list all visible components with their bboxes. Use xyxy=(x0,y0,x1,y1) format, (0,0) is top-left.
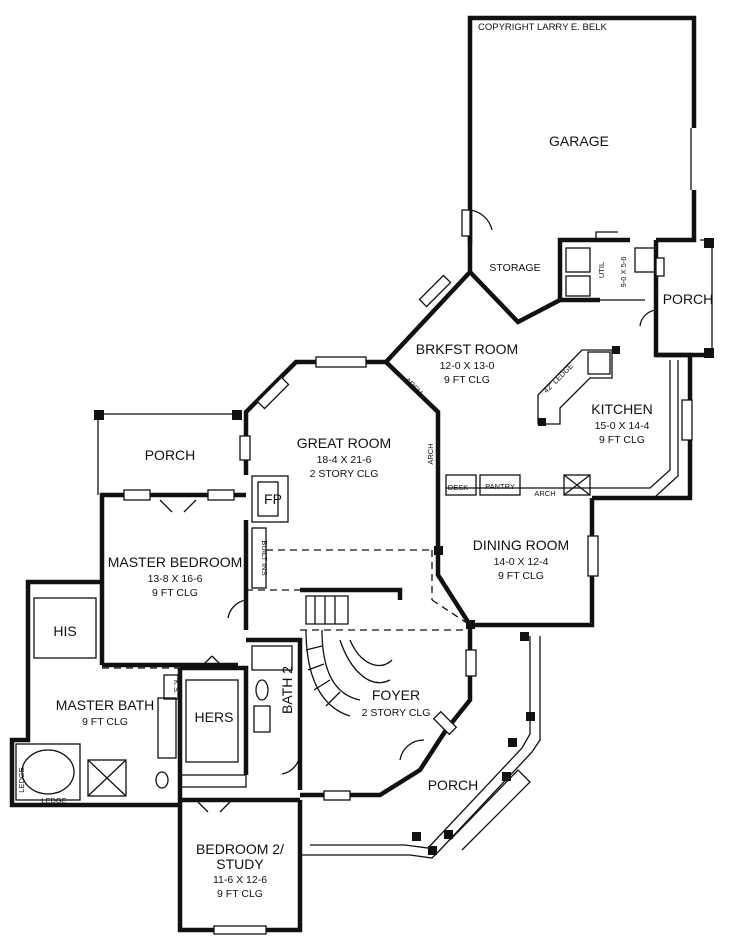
master-bedroom-ceiling: 9 FT CLG xyxy=(152,587,198,599)
rear-porch-label: PORCH xyxy=(145,447,196,463)
rear-porch xyxy=(94,410,242,495)
master-bedroom-name: MASTER BEDROOM xyxy=(108,554,243,570)
master-bath-name: MASTER BATH xyxy=(56,697,155,713)
great-room-ceiling: 2 STORY CLG xyxy=(310,468,379,480)
arch-label: ARCH xyxy=(403,376,424,397)
arch-label: ARCH xyxy=(534,489,555,498)
foyer-area xyxy=(246,587,477,801)
breakfast-room-name: BRKFST ROOM xyxy=(416,341,518,357)
great-room-area: FP BUILT INS xyxy=(239,356,443,630)
kitchen-breakfast-area: ARCH ARCH ARCH DESK PANTRY 42" LEDGE xyxy=(382,270,693,501)
garage-label: GARAGE xyxy=(549,133,609,149)
bath2-label: BATH 2 xyxy=(279,666,295,714)
bedroom2-name-line1: BEDROOM 2/ xyxy=(196,841,284,857)
great-room-name: GREAT ROOM xyxy=(297,435,391,451)
built-ins-label: BUILT INS xyxy=(260,540,269,575)
kitchen-name: KITCHEN xyxy=(591,401,652,417)
storage-label: STORAGE xyxy=(489,262,540,274)
storage-util-area xyxy=(468,231,656,325)
ks-label: K.S. xyxy=(172,680,181,694)
master-bedroom-area xyxy=(99,489,247,668)
east-porch-label: PORCH xyxy=(663,291,714,307)
ledge-label: LEDGE xyxy=(17,767,26,792)
his-closet xyxy=(25,579,180,669)
util-label: UTIL xyxy=(597,262,606,278)
foyer-name: FOYER xyxy=(372,687,420,703)
front-porch-label: PORCH xyxy=(428,777,479,793)
arch-label: ARCH xyxy=(426,443,435,464)
dining-room-dims: 14-0 X 12-4 xyxy=(494,556,549,568)
foyer-ceiling: 2 STORY CLG xyxy=(362,707,431,719)
kitchen-dims: 15-0 X 14-4 xyxy=(595,420,650,432)
hers-closet-label: HERS xyxy=(195,709,234,725)
dining-room-ceiling: 9 FT CLG xyxy=(498,570,544,582)
garage-area xyxy=(461,15,697,272)
master-bath-area: K.S. LEDGE LEDGE xyxy=(9,668,183,808)
fireplace-label: FP xyxy=(264,491,282,507)
kitchen-ceiling: 9 FT CLG xyxy=(599,434,645,446)
dining-room-name: DINING ROOM xyxy=(473,537,569,553)
hers-closet xyxy=(179,655,249,788)
front-porch xyxy=(299,632,541,859)
pantry-label: PANTRY xyxy=(485,482,515,491)
his-closet-label: HIS xyxy=(53,623,76,639)
util-dimensions: 9-0 X 5-6 xyxy=(619,257,628,288)
master-bath-ceiling: 9 FT CLG xyxy=(82,716,128,728)
bedroom2-dims: 11-6 X 12-6 xyxy=(213,874,267,886)
breakfast-room-dims: 12-0 X 13-0 xyxy=(440,360,495,372)
bedroom2-ceiling: 9 FT CLG xyxy=(217,888,263,900)
desk-label: DESK xyxy=(448,483,468,492)
ledge-label: LEDGE xyxy=(41,796,66,805)
bedroom2-name-line2: STUDY xyxy=(216,856,264,872)
great-room-dims: 18-4 X 21-6 xyxy=(317,454,372,466)
copyright-notice: COPYRIGHT LARRY E. BELK xyxy=(478,22,607,33)
master-bedroom-dims: 13-8 X 16-6 xyxy=(148,573,203,585)
bedroom2-area xyxy=(177,797,303,935)
bath2-area xyxy=(246,637,303,790)
breakfast-room-ceiling: 9 FT CLG xyxy=(444,374,490,386)
ledge-42-label: 42" LEDGE xyxy=(541,361,575,395)
